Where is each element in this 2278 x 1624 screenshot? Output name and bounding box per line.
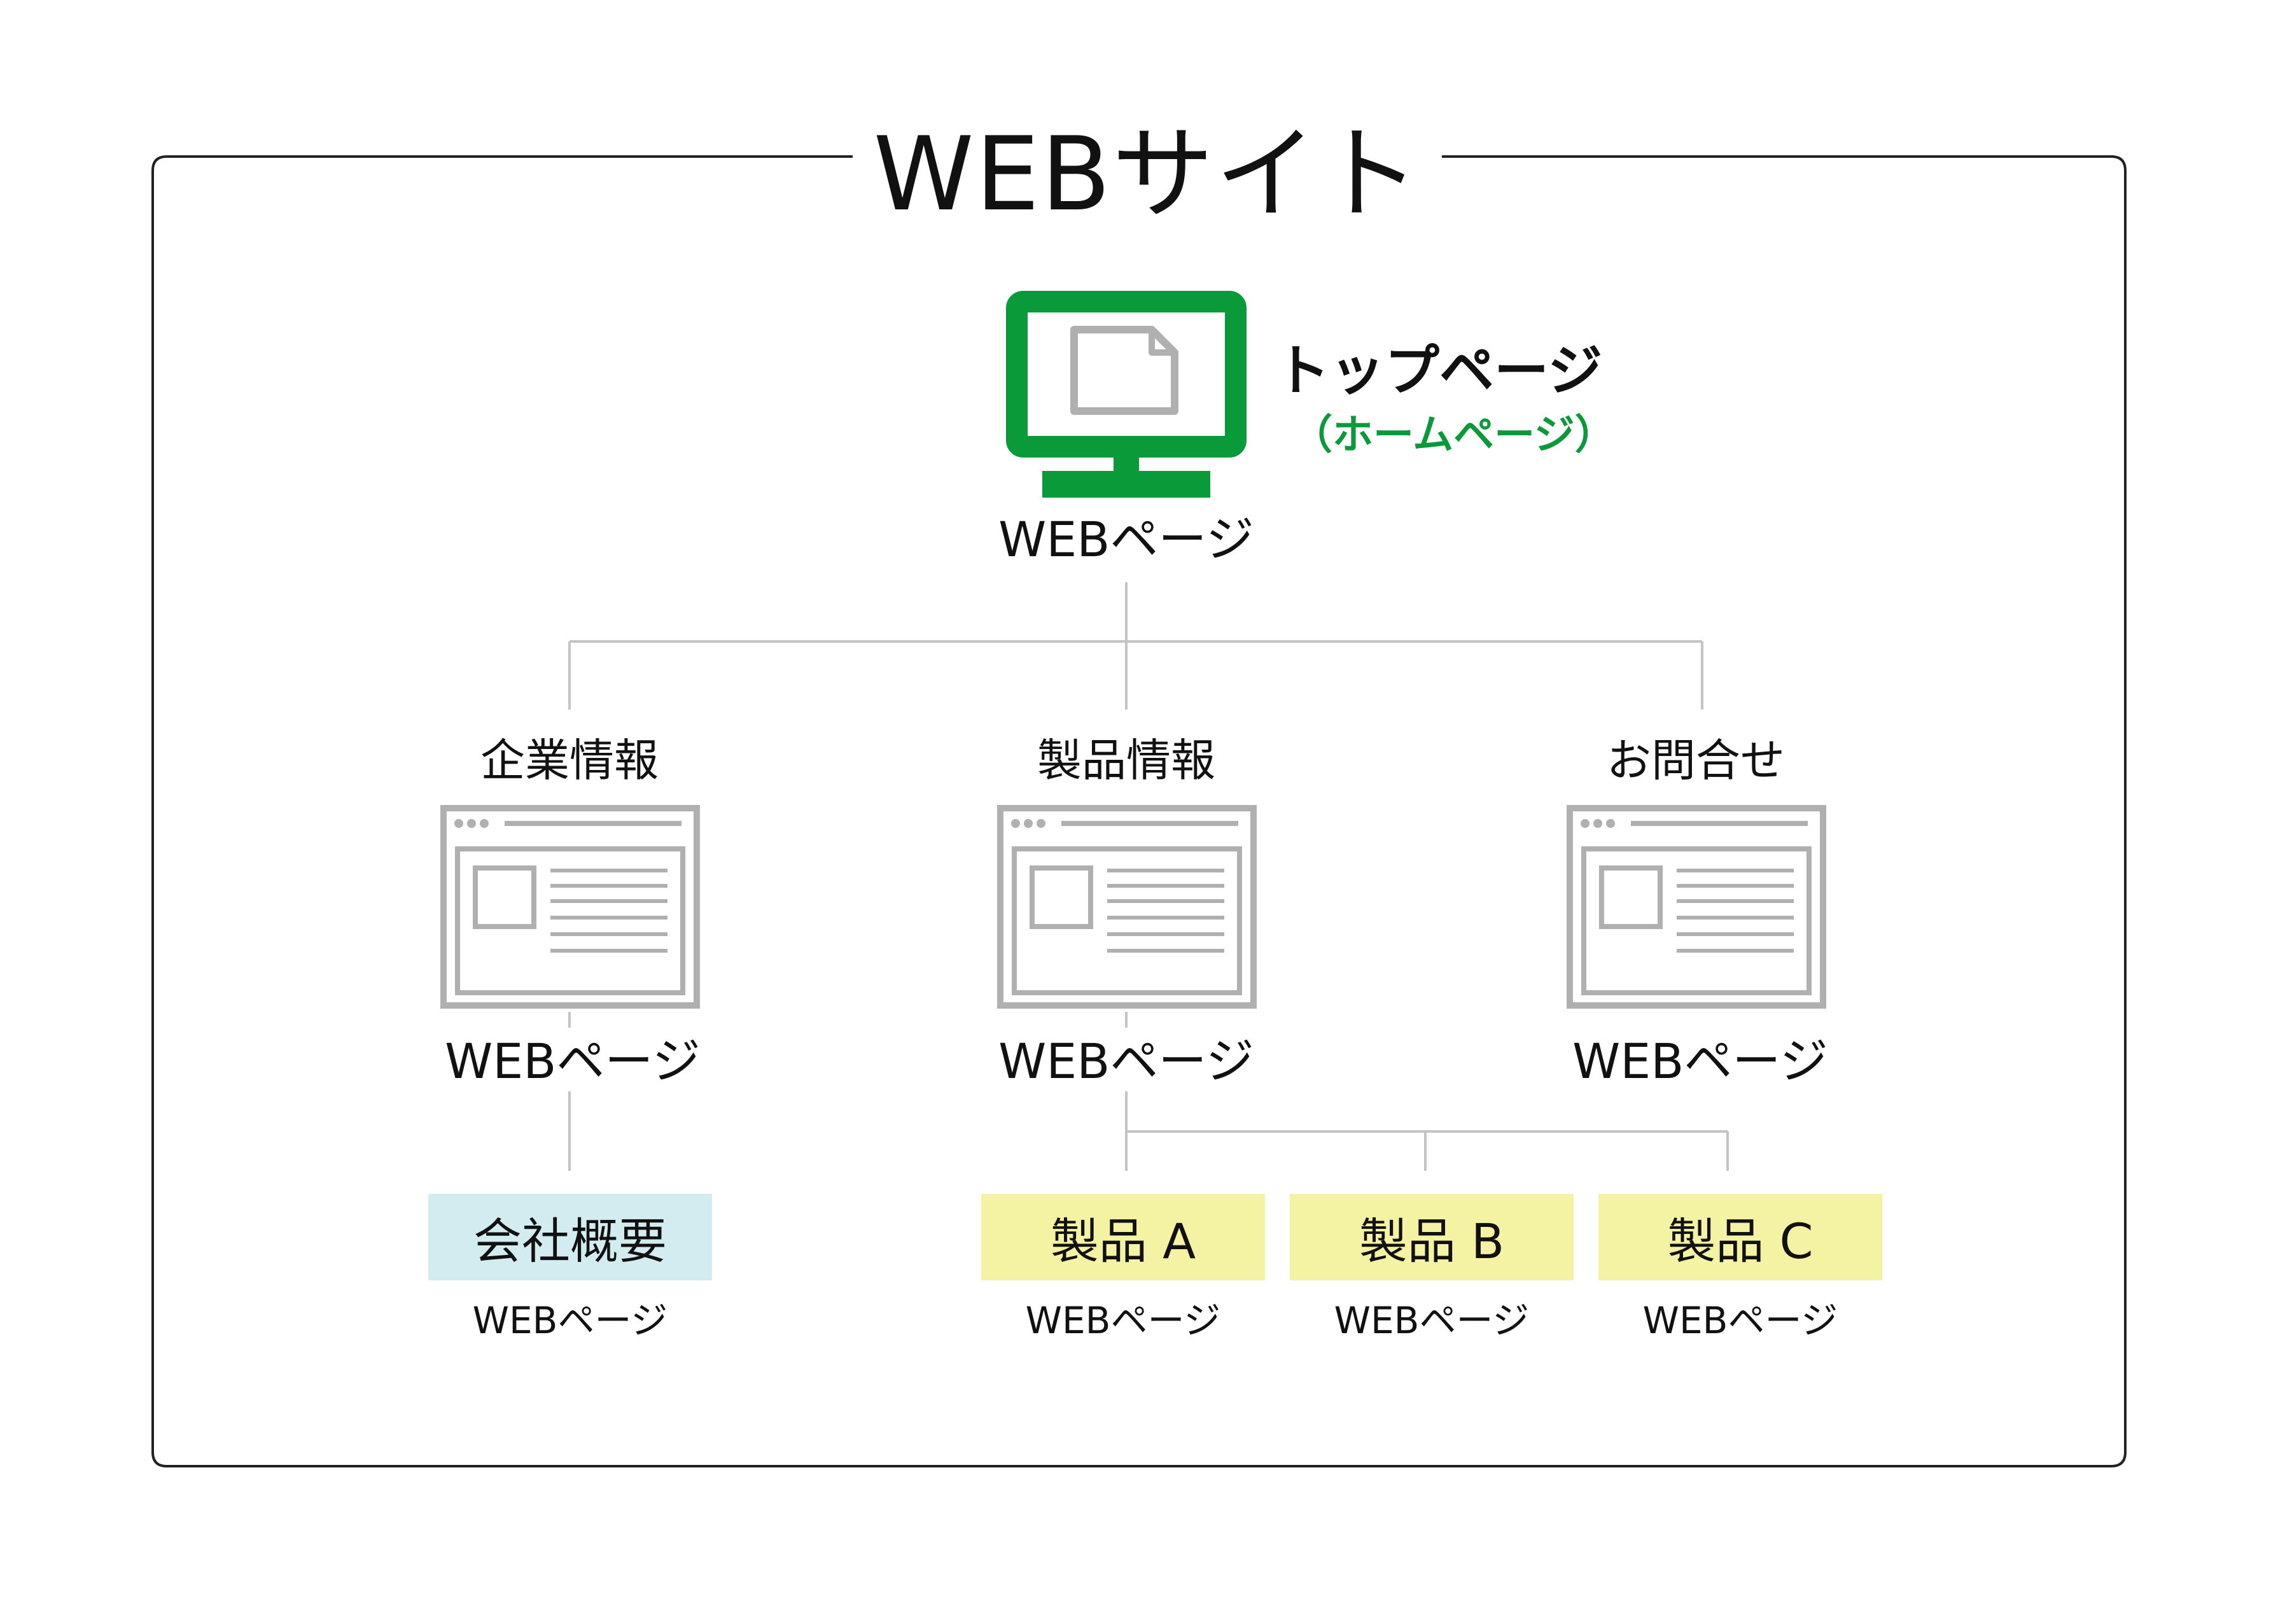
category-contact-caption: WEBページ — [1572, 1033, 1828, 1089]
top-page-name: トップページ — [1275, 339, 1603, 403]
window-dot — [467, 819, 476, 828]
image-placeholder — [1030, 865, 1093, 929]
category-product-info: 製品情報 — [1037, 734, 1215, 787]
top-page-caption: WEBページ — [998, 511, 1254, 568]
category-contact: お問合せ — [1607, 734, 1785, 787]
category-company-caption: WEBページ — [445, 1033, 701, 1089]
window-dot — [1606, 819, 1615, 828]
window-dot — [1024, 819, 1033, 828]
document-icon — [1070, 326, 1178, 415]
connector-lines-top — [568, 582, 1703, 710]
window-dot — [1037, 819, 1045, 828]
page-box-label: 製品 A — [1050, 1213, 1196, 1270]
site-title: WEBサイト — [873, 115, 1422, 234]
category-product-caption: WEBページ — [998, 1033, 1254, 1089]
window-dot — [1581, 819, 1590, 828]
window-dot — [454, 819, 463, 828]
page-box-label: 製品 B — [1359, 1213, 1505, 1270]
browser-window-frame — [1567, 805, 1826, 1009]
browser-window-frame — [997, 805, 1257, 1009]
page-caption-product-c: WEBページ — [1642, 1299, 1838, 1342]
category-company-info: 企業情報 — [480, 734, 659, 787]
content-area — [1581, 846, 1812, 995]
page-caption-product-b: WEBページ — [1334, 1299, 1530, 1342]
monitor-icon — [1006, 291, 1247, 498]
window-dot — [1593, 819, 1602, 828]
webpage-icon — [1567, 805, 1826, 1009]
page-caption-company-overview: WEBページ — [472, 1299, 668, 1342]
connector-lines-products — [1125, 1012, 1729, 1171]
page-box-product-a: 製品 A — [981, 1194, 1265, 1280]
image-placeholder — [473, 865, 536, 929]
content-area — [1012, 846, 1242, 995]
image-placeholder — [1599, 865, 1663, 929]
webpage-icon — [440, 805, 700, 1009]
page-box-label: 会社概要 — [473, 1213, 667, 1270]
website-frame — [151, 155, 2127, 1467]
page-caption-product-a: WEBページ — [1025, 1299, 1221, 1342]
page-box-label: 製品 C — [1667, 1213, 1813, 1270]
page-box-company-overview: 会社概要 — [428, 1194, 712, 1280]
browser-window-frame — [440, 805, 700, 1009]
top-page-alias: （ホームページ） — [1292, 412, 1616, 459]
page-box-product-c: 製品 C — [1598, 1194, 1882, 1280]
window-dot — [1011, 819, 1020, 828]
page-box-product-b: 製品 B — [1290, 1194, 1574, 1280]
window-dot — [480, 819, 489, 828]
content-area — [455, 846, 685, 995]
webpage-icon — [997, 805, 1257, 1009]
